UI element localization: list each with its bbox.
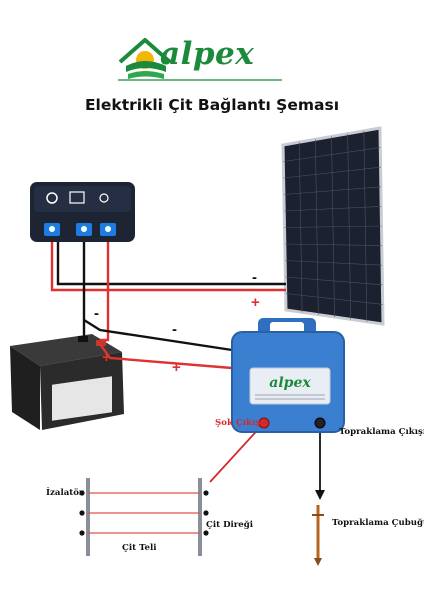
panel-minus-sign: - bbox=[252, 269, 257, 286]
ground-output-label: Topraklama Çıkışı bbox=[339, 427, 424, 437]
panel-cell-row-line bbox=[283, 166, 381, 179]
fence-energizer: alpex bbox=[231, 318, 345, 433]
panel-cell-row-line bbox=[285, 293, 383, 305]
panel-cell-row-line bbox=[283, 186, 381, 195]
energizer-minus-sign: - bbox=[172, 321, 177, 338]
battery bbox=[10, 334, 124, 430]
panel-cell-row-line bbox=[284, 225, 382, 228]
ground-rod bbox=[312, 505, 324, 566]
page-title: Elektrikli Çit Bağlantı Şeması bbox=[84, 96, 340, 114]
ground-rod-label: Topraklama Çubuğu bbox=[332, 518, 424, 528]
svg-text:alpex: alpex bbox=[269, 375, 311, 391]
house-sun-field-logo bbox=[118, 38, 282, 81]
panel-cell-row-line bbox=[285, 260, 383, 266]
fence-post-label: Çit Direği bbox=[206, 520, 254, 530]
panel-cell-row-line bbox=[284, 243, 382, 246]
fence-wire-label: Çit Teli bbox=[122, 543, 157, 553]
battery-plus-sign: + bbox=[102, 349, 111, 366]
energizer-plus-sign: + bbox=[172, 359, 181, 376]
fence bbox=[79, 478, 209, 556]
solar-charge-controller bbox=[30, 182, 135, 242]
panel-cell-row-line bbox=[283, 147, 381, 162]
panel-cell-row-line bbox=[285, 276, 383, 286]
brand-name: alpex bbox=[160, 36, 255, 72]
shock-output-label: Şok Çıkışı bbox=[215, 418, 264, 428]
controller-minus-sign: - bbox=[94, 305, 99, 322]
solar-panel bbox=[281, 126, 385, 326]
insulator-icons bbox=[79, 490, 209, 536]
panel-cell-row-line bbox=[284, 206, 382, 212]
panel-plus-sign: + bbox=[251, 294, 260, 311]
insulator-label: İzalatör bbox=[46, 488, 84, 498]
